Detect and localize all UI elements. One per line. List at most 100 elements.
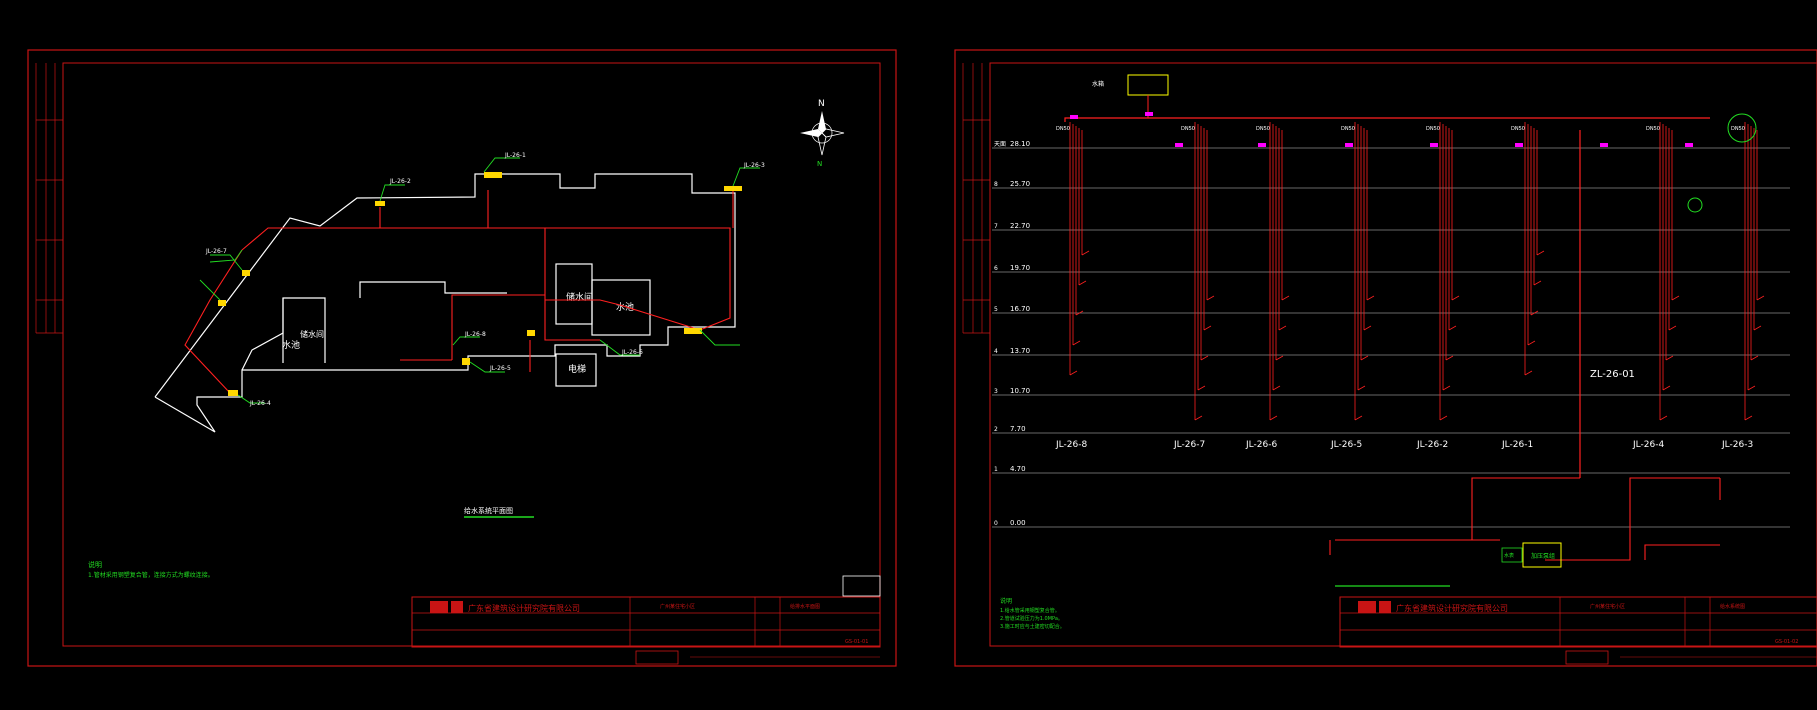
branch-stub (1530, 310, 1539, 316)
riser-label: JL-26-2 (1416, 440, 1448, 450)
right-company-name: 广东省建筑设计研究院有限公司 (1396, 603, 1508, 613)
left-drawing-number: GS-01-01 (845, 639, 868, 645)
floor-label: 0 (994, 520, 998, 527)
branch-stub (1439, 415, 1448, 421)
branch-stub (1750, 355, 1759, 361)
branch-stub (1659, 415, 1668, 421)
supply-pipe-network (184, 190, 734, 394)
riser-label: JL-26-8 (1055, 440, 1087, 450)
right-title-block: 广东省建筑设计研究院有限公司 广州某住宅小区 给水系统图 GS-01-02 (1339, 596, 1817, 665)
right-project-name: 广州某住宅小区 (1590, 603, 1625, 610)
valve-fittings (218, 172, 742, 396)
left-outer-frame (27, 49, 897, 667)
water-meter-box (1501, 547, 1523, 563)
room-water-tank-left: 水池 (282, 339, 300, 351)
riser-label: JL-26-1 (1501, 440, 1533, 450)
floor-elevation: 4.70 (1010, 465, 1026, 473)
branch-stub (1272, 385, 1281, 391)
pipe-size-label: DN50 (1056, 126, 1070, 132)
branch-stub (1662, 385, 1671, 391)
left-binding-strip (35, 63, 63, 334)
branch-stub (1363, 325, 1372, 331)
floor-elevation: 25.70 (1010, 180, 1030, 188)
right-note-3: 3.施工时应与土建密切配合。 (1000, 623, 1065, 630)
left-inner-frame (62, 62, 881, 647)
branch-stub (1206, 295, 1215, 301)
north-compass-icon: N N (800, 99, 845, 168)
left-drawing-name: 给排水平面图 (790, 603, 820, 610)
right-drawing-name: 给水系统图 (1720, 603, 1745, 610)
right-note-2: 2.管道试验压力为1.0MPa。 (1000, 615, 1063, 622)
room-pump-left: 储水间 (300, 329, 324, 339)
branch-stub (1194, 415, 1203, 421)
right-outer-frame (954, 49, 1817, 667)
branch-stub (1072, 340, 1081, 346)
floor-label: 2 (994, 426, 998, 433)
floor-elevation: 16.70 (1010, 305, 1030, 313)
riser-tag: JL-26-2 (389, 178, 411, 185)
branch-stub (1527, 340, 1536, 346)
left-project-name: 广州某住宅小区 (660, 603, 695, 610)
main-riser-label: ZL-26-01 (1590, 369, 1635, 380)
branch-stub (1671, 295, 1680, 301)
riser-labels: JL-26-8 JL-26-7 JL-26-6 JL-26-5 JL-26-2 … (1055, 440, 1753, 450)
roof-tank-label: 水箱 (1092, 80, 1104, 88)
branch-stub (1075, 310, 1084, 316)
pipe-size-label: DN50 (1426, 126, 1440, 132)
floor-label: 3 (994, 388, 998, 395)
riser-tag: JL-26-6 (621, 349, 643, 356)
floor-label: 天面 (994, 141, 1006, 148)
water-meter-label: 水表 (1504, 552, 1514, 559)
floor-elevation: 28.10 (1010, 140, 1030, 148)
pipe-size-label: DN50 (1731, 126, 1745, 132)
riser-tag: JL-26-8 (464, 331, 486, 338)
vent-detail-circle-small (1687, 197, 1703, 213)
branch-stub (1081, 250, 1090, 256)
riser-label: JL-26-4 (1632, 440, 1664, 450)
branch-stub (1197, 385, 1206, 391)
floor-label: 5 (994, 306, 998, 313)
left-drawing-sheet: N N 水池 储水间 储水间 水池 电梯 (27, 49, 897, 667)
branch-stub (1200, 355, 1209, 361)
riser-tag: JL-26-5 (489, 365, 511, 372)
branch-stub (1357, 385, 1366, 391)
right-binding-strip (962, 63, 990, 334)
ground-supply-pipes (1329, 477, 1721, 561)
pipe-size-label: DN50 (1256, 126, 1270, 132)
right-note-1: 1.给水管采用钢塑复合管。 (1000, 607, 1060, 614)
riser-label: JL-26-7 (1173, 440, 1205, 450)
branch-stub (1747, 385, 1756, 391)
vent-detail-circle (1727, 113, 1757, 143)
floor-label: 7 (994, 223, 998, 230)
left-stamp-box (842, 575, 881, 597)
building-outline (154, 173, 736, 433)
branch-stub (1354, 415, 1363, 421)
pump-station-box (1522, 542, 1562, 568)
riser-tag: JL-26-3 (743, 162, 765, 169)
branch-stub (1536, 250, 1545, 256)
branch-stub (1278, 325, 1287, 331)
branch-stub (1533, 280, 1542, 286)
right-inner-frame (989, 62, 1817, 647)
branch-stub (1269, 415, 1278, 421)
company-logo-icon (1358, 601, 1376, 613)
roof-tank-box (1127, 74, 1169, 96)
floor-elevation: 10.70 (1010, 387, 1030, 395)
floor-label: 4 (994, 348, 998, 355)
branch-stub (1448, 325, 1457, 331)
branch-stub (1756, 295, 1765, 301)
riser-tag: JL-26-1 (504, 152, 526, 159)
branch-stub (1360, 355, 1369, 361)
floor-elevation: 7.70 (1010, 425, 1026, 433)
branch-stub (1445, 355, 1454, 361)
branch-stub (1524, 370, 1533, 376)
branch-stub (1442, 385, 1451, 391)
floor-elevation: 22.70 (1010, 222, 1030, 230)
branch-stub (1078, 280, 1087, 286)
left-notes-text: 1.管材采用钢塑复合管，连接方式为螺纹连接。 (88, 571, 214, 579)
header-valve-markers (1070, 112, 1693, 147)
